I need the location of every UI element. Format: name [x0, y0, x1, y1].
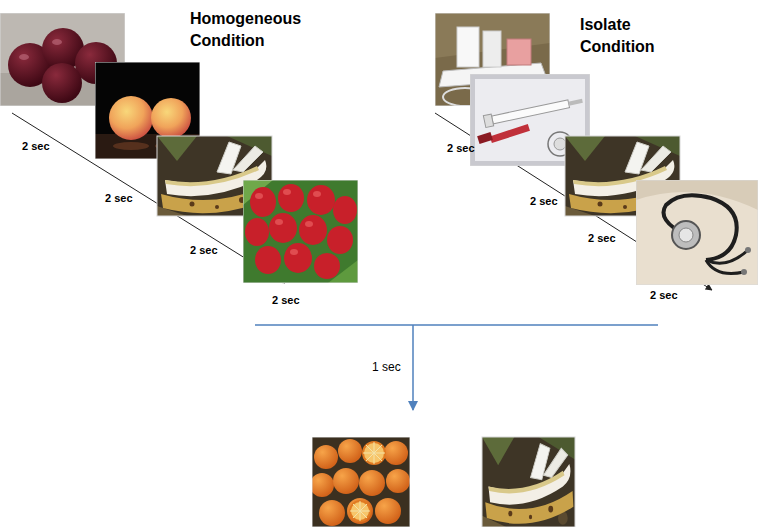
down-arrow: [412, 325, 414, 410]
duration-label: 2 sec: [588, 232, 616, 245]
duration-label: 2 sec: [530, 195, 558, 208]
duration-label: 2 sec: [190, 244, 218, 257]
duration-label: 2 sec: [650, 289, 678, 302]
condition-heading: Homogeneous Condition: [190, 8, 310, 51]
interval-label: 1 sec: [372, 360, 401, 374]
duration-label: 2 sec: [105, 192, 133, 205]
duration-label: 2 sec: [272, 294, 300, 307]
stethoscope-photo: [636, 180, 758, 285]
duration-label: 2 sec: [22, 140, 50, 153]
merge-line: [255, 324, 658, 326]
condition-heading: Isolate Condition: [580, 14, 665, 57]
strawberries-photo: [243, 180, 358, 283]
banana-photo: [482, 437, 575, 527]
oranges-photo: [310, 437, 410, 527]
duration-label: 2 sec: [447, 142, 475, 155]
